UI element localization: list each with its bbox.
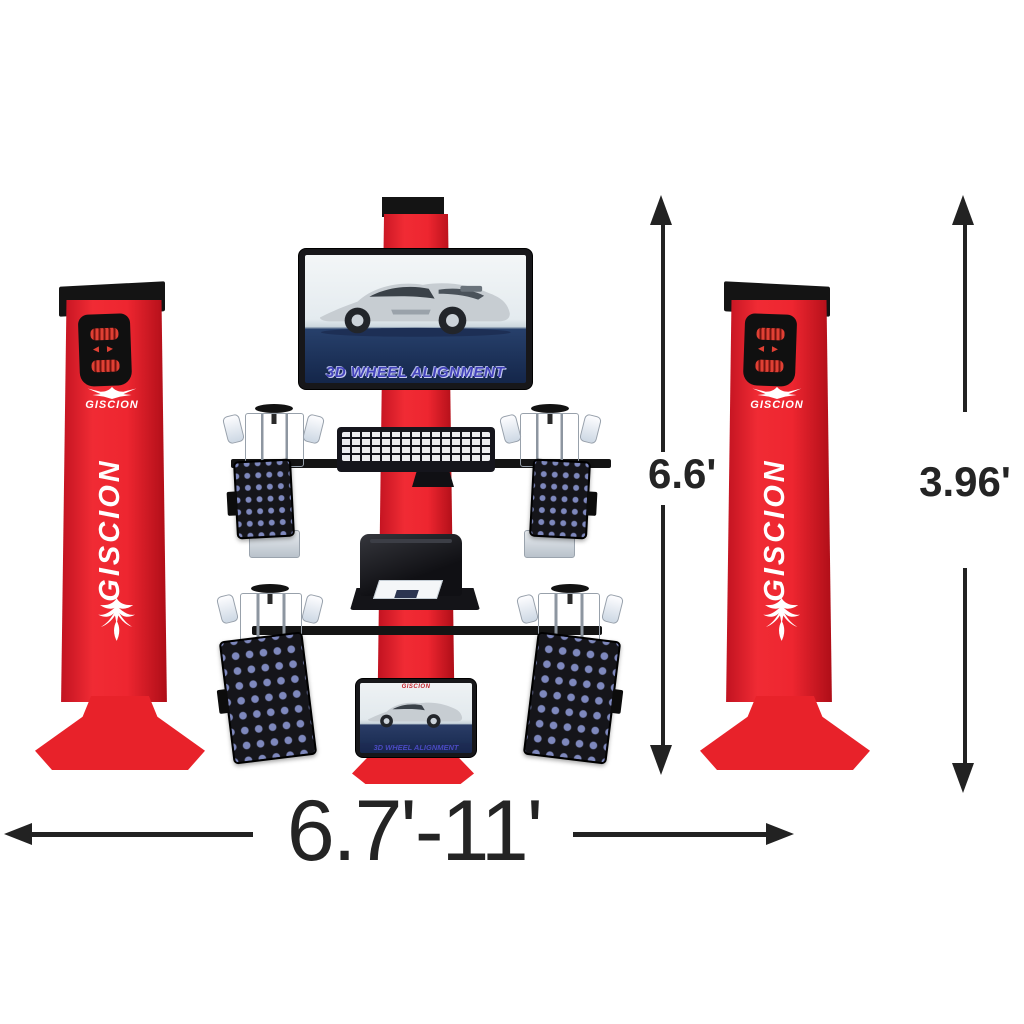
target-panel (226, 458, 296, 540)
main-monitor-caption: 3D WHEEL ALIGNMENT (325, 364, 505, 381)
tower-base (35, 696, 205, 770)
left-arrow-icon (4, 823, 32, 845)
wheel-clamp-target-upper-right (498, 404, 603, 564)
target-mount-tab (216, 688, 230, 714)
brand-emblem: GISCION (35, 384, 189, 411)
width-line-left (28, 832, 253, 837)
clamp-roller (301, 413, 326, 445)
clamp-knob (254, 404, 293, 413)
tower-indicator-panel: ◄► (742, 313, 798, 387)
target-panel (216, 631, 318, 765)
wheel-clamp-target-lower-right (515, 584, 625, 769)
main-monitor: 3D WHEEL ALIGNMENT (299, 249, 532, 389)
tire-indicator-icon (91, 359, 120, 373)
concept-car-image-small (368, 702, 463, 728)
overall-height-line-lower (661, 505, 665, 745)
wheel-clamp-target-upper-left (221, 404, 326, 564)
printer-lid (370, 539, 452, 543)
clamp-roller (215, 593, 240, 625)
tower-height-label: 3.96' (919, 458, 1011, 505)
tower-height-line-lower (963, 568, 967, 763)
clamp-roller (578, 413, 603, 445)
down-arrow-icon (952, 763, 974, 793)
clamp-roller (300, 593, 325, 625)
clamp-roller (515, 593, 540, 625)
target-mount-tab (610, 688, 624, 714)
brand-mini-logo: GISCION (401, 684, 431, 690)
target-panel (522, 631, 624, 765)
overall-height-line-upper (661, 224, 665, 452)
center-column-cap (382, 197, 444, 217)
target-mount-tab (226, 491, 238, 517)
lower-camera-beam (252, 626, 602, 635)
tower-height-line-upper (963, 224, 967, 412)
width-line-right (573, 832, 768, 837)
keyboard-tray (337, 427, 495, 472)
clamp-roller (600, 593, 625, 625)
tire-indicator-icon (755, 359, 784, 373)
down-arrow-icon (650, 745, 672, 775)
clamp-roller (498, 413, 523, 445)
direction-arrows-icon: ◄► (755, 343, 785, 356)
tower-base (700, 696, 870, 770)
main-monitor-screen: 3D WHEEL ALIGNMENT (305, 255, 526, 383)
brand-emblem-label: GISCION (85, 399, 139, 411)
wings-logo-icon (752, 386, 802, 399)
wings-logo-icon (87, 386, 137, 399)
eagle-logo-icon (763, 598, 801, 641)
printer-paper (372, 580, 444, 599)
target-mount-tab (586, 491, 598, 517)
keyboard-tray-bracket (412, 470, 454, 487)
concept-car-image (319, 283, 511, 338)
tower-indicator-panel: ◄► (77, 313, 133, 387)
lower-monitor: GISCION 3D WHEEL ALIGNMENT (356, 679, 476, 757)
width-range-label: 6.7'-11' (286, 783, 543, 879)
right-arrow-icon (766, 823, 794, 845)
printer-paper-stop (394, 590, 419, 598)
target-panel (528, 458, 598, 540)
lower-monitor-screen: GISCION 3D WHEEL ALIGNMENT (360, 683, 472, 753)
up-arrow-icon (952, 195, 974, 225)
up-arrow-icon (650, 195, 672, 225)
direction-arrows-icon: ◄► (90, 343, 120, 356)
camera-tower-left: ◄► GISCION GISCION (35, 278, 205, 770)
brand-emblem-label: GISCION (750, 399, 804, 411)
camera-tower-right: ◄► GISCION GISCION (700, 278, 870, 770)
wheel-clamp-target-lower-left (215, 584, 325, 769)
tire-indicator-icon (90, 327, 119, 341)
eagle-logo-icon (98, 598, 136, 641)
lower-monitor-caption: 3D WHEEL ALIGNMENT (360, 743, 472, 752)
keyboard (342, 432, 490, 461)
overall-height-label: 6.6' (648, 450, 717, 497)
clamp-knob (251, 584, 289, 593)
brand-emblem: GISCION (700, 384, 854, 411)
tire-indicator-icon (756, 327, 785, 341)
clamp-roller (221, 413, 246, 445)
